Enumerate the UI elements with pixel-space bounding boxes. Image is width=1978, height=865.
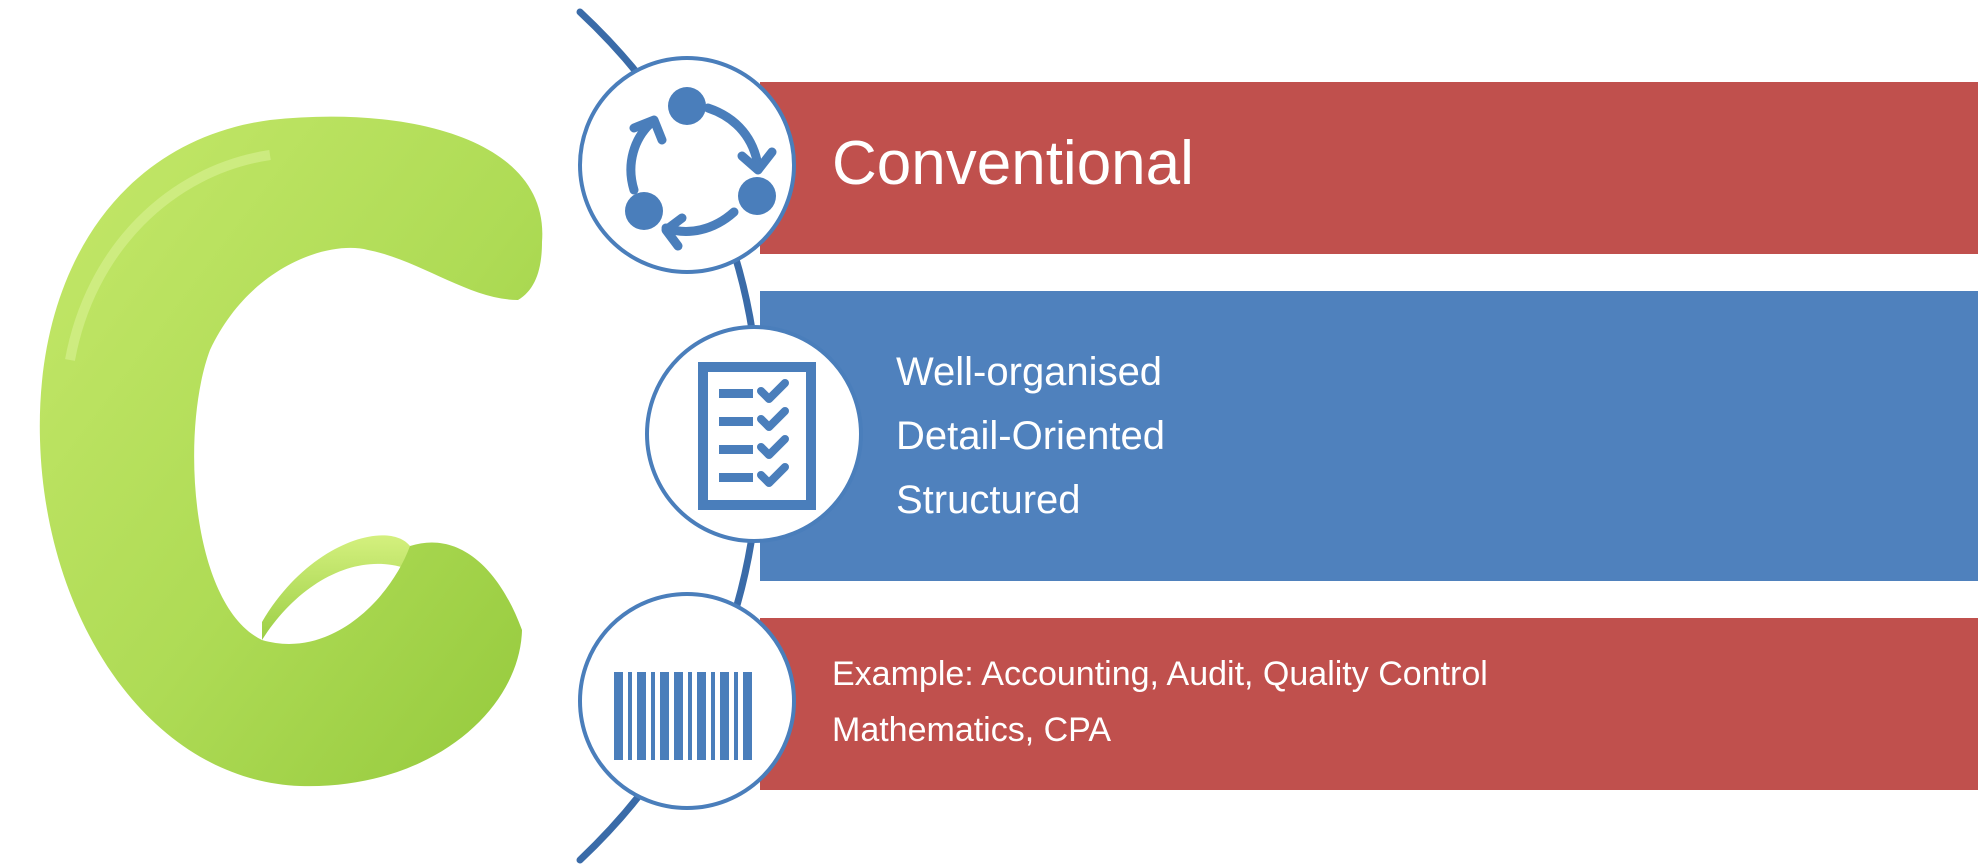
- checklist-badge: [645, 325, 863, 543]
- barcode-badge: [578, 592, 796, 810]
- examples-band: [760, 618, 1978, 790]
- traits-list: Well-organised Detail-Oriented Structure…: [896, 340, 1165, 532]
- title-band: [760, 82, 1978, 254]
- barcode-icon: [614, 672, 752, 760]
- trait-item: Detail-Oriented: [896, 414, 1166, 458]
- cycle-icon: [625, 87, 777, 251]
- letter-c-icon: [39, 116, 543, 787]
- traits-band: [760, 291, 1978, 581]
- trait-item: Well-organised: [896, 350, 1163, 394]
- cycle-badge: [578, 56, 796, 274]
- trait-item: Structured: [896, 478, 1081, 522]
- examples-line: Mathematics, CPA: [832, 711, 1112, 749]
- examples-text: Example: Accounting, Audit, Quality Cont…: [832, 646, 1488, 758]
- page-title: Conventional: [832, 129, 1194, 198]
- checklist-icon: [698, 362, 816, 510]
- examples-line: Example: Accounting, Audit, Quality Cont…: [832, 655, 1488, 693]
